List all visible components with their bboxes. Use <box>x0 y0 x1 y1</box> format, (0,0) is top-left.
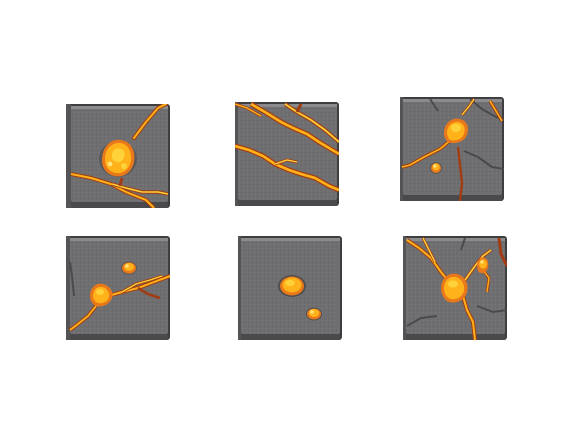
lava-tile-crack-network <box>403 236 507 340</box>
lava-tile-veins <box>235 102 339 206</box>
lava-tile-drop-branch <box>400 97 504 201</box>
lava-tile-two-drops <box>238 236 342 340</box>
lava-tile-pool <box>66 104 170 208</box>
lava-tile-pool-drop <box>66 236 170 340</box>
